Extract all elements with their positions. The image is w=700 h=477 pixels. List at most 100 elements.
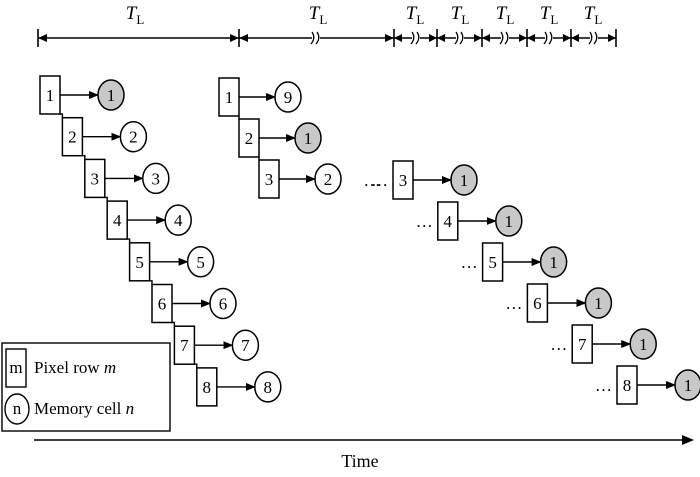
pixel-row-number: 6: [158, 295, 167, 314]
memory-cell-active: [450, 164, 478, 196]
memory-cell-active: [584, 287, 613, 319]
axis-break: [499, 31, 509, 45]
period-label: TL: [309, 3, 328, 27]
period-label: TL: [584, 3, 603, 27]
row-connector: [127, 238, 131, 243]
memory-cell-number: 1: [684, 376, 693, 395]
row-connector: [104, 196, 108, 202]
memory-cell-number: 1: [304, 129, 313, 148]
row-connector: [82, 155, 86, 160]
period-label: TL: [451, 3, 470, 27]
pixel-row-number: 5: [135, 253, 144, 272]
pixel-row-number: 7: [180, 336, 189, 355]
axis-break: [588, 31, 598, 45]
period-label: TL: [540, 3, 559, 27]
pixel-row-number: 1: [46, 86, 55, 105]
memory-cell-number: 8: [264, 378, 273, 397]
legend-pixel-row-icon: [5, 348, 27, 388]
pixel-row: … 5 1: [461, 242, 568, 282]
time-axis-label: Time: [341, 451, 378, 471]
pixel-row-number: 5: [488, 253, 497, 272]
memory-cell-number: 7: [241, 336, 250, 355]
pixel-row: … 7 1: [550, 324, 657, 364]
legend: m Pixel row m n Memory cell n: [1, 342, 171, 432]
pixel-row-number: 8: [623, 376, 632, 395]
legend-memory-cell-icon: [4, 393, 30, 425]
memory-cell-number: 4: [174, 211, 183, 230]
memory-cell-number: 5: [196, 253, 205, 272]
memory-cell: [164, 204, 192, 236]
memory-cell-number: 1: [460, 171, 469, 190]
time-axis-arrowhead: [682, 435, 694, 445]
period-label: TL: [126, 3, 145, 27]
pixel-row-number: 7: [578, 335, 587, 354]
continuation-dots: …: [461, 253, 478, 272]
memory-cell-number: 2: [324, 170, 333, 189]
pixel-row-number: 3: [399, 171, 408, 190]
axis-break: [410, 31, 420, 45]
pixel-row-number: 3: [91, 169, 100, 188]
period-label: TL: [406, 3, 425, 27]
memory-cell: [274, 81, 302, 113]
memory-cell-active: [294, 122, 322, 154]
legend-pixel-label: Pixel row m: [34, 358, 116, 377]
pixel-row: … 6 1: [505, 283, 613, 323]
continuation-dots: …: [371, 171, 388, 190]
pixel-row-number: 4: [444, 212, 453, 231]
legend-frame: [1, 342, 171, 432]
pixel-row-number: 3: [265, 170, 274, 189]
period-labels: TL TL TL TL TL TL TL: [126, 3, 603, 27]
memory-cell-active: [629, 328, 657, 360]
pixel-row-number: 4: [113, 211, 122, 230]
pixel-row: … 3 1: [371, 160, 478, 200]
memory-cell-active: [97, 79, 125, 111]
memory-cell-number: 1: [549, 253, 558, 272]
pixel-row-number: 2: [245, 129, 254, 148]
continuation-dots: …: [595, 376, 612, 395]
pixel-row-number: 1: [225, 88, 234, 107]
memory-cell: [186, 246, 215, 278]
pixel-row: … 8 1: [595, 365, 700, 405]
row-connector: [149, 280, 153, 285]
memory-cell: [209, 287, 237, 320]
memory-cell-number: 1: [639, 335, 648, 354]
period-bar: TL TL TL TL TL TL TL: [37, 3, 617, 47]
pixel-row-number: 6: [533, 294, 542, 313]
memory-cell-active: [674, 369, 700, 401]
memory-cell-active: [539, 246, 568, 278]
continuation-dots: …: [550, 335, 567, 354]
pixel-row-number: 8: [203, 378, 212, 397]
memory-cell-number: 1: [107, 86, 116, 105]
continuation-dots: …: [416, 212, 433, 231]
row-connector: [60, 113, 64, 118]
memory-cell-number: 1: [594, 294, 603, 313]
memory-cell: [142, 162, 170, 195]
memory-cell-number: 2: [129, 128, 138, 147]
memory-cell: [254, 371, 282, 403]
axis-break: [454, 31, 464, 45]
time-axis: Time: [34, 435, 694, 471]
memory-cell: [231, 329, 260, 361]
legend-memory-label: Memory cell n: [34, 399, 134, 418]
period-arrowheads: [38, 34, 616, 42]
legend-pixel-symbol: m: [9, 358, 22, 377]
continuation-dots: …: [505, 294, 522, 313]
memory-cell-number: 9: [284, 88, 293, 107]
continuation-dots: …: [364, 171, 381, 190]
period-label: TL: [496, 3, 515, 27]
row-connector: [194, 363, 198, 368]
memory-cell: [119, 120, 148, 153]
